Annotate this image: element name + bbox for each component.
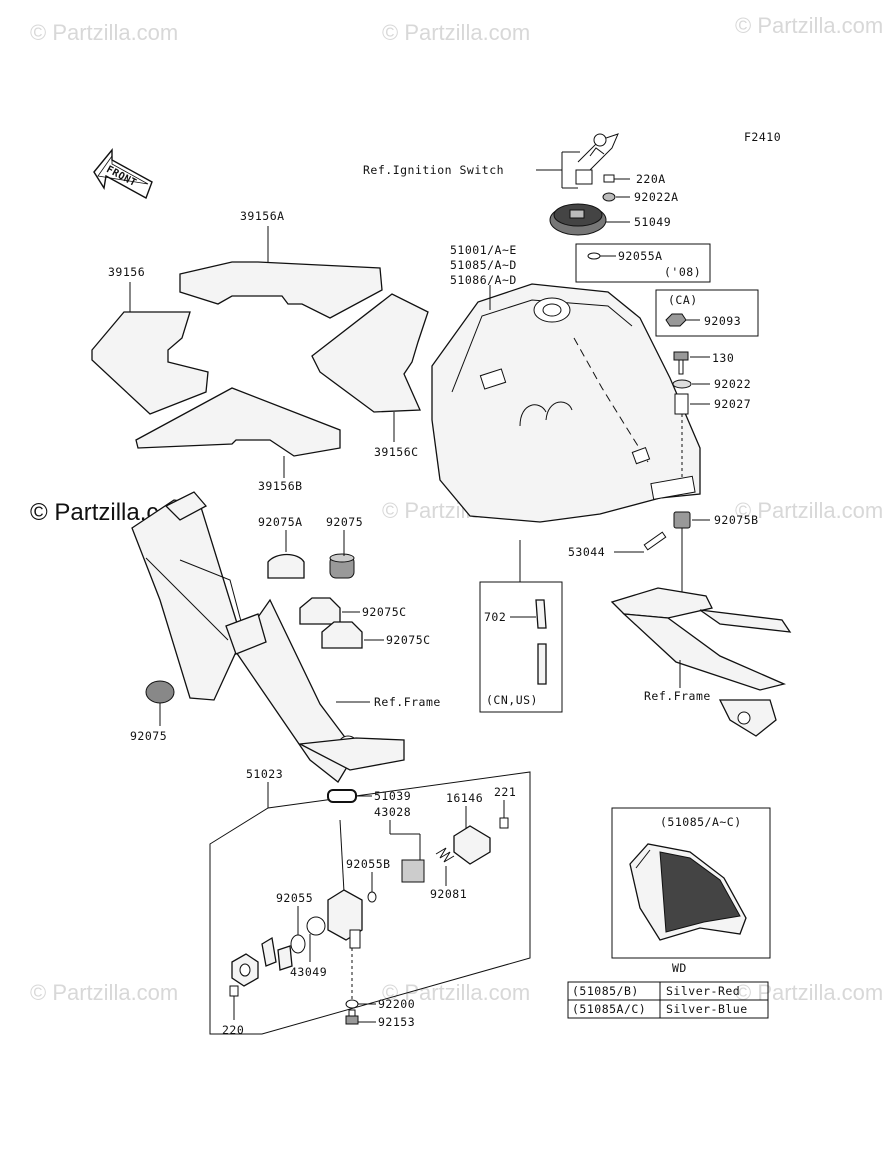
label-92075C-1: 92075C bbox=[362, 605, 407, 619]
damper-92075-left bbox=[145, 680, 175, 726]
screw-220 bbox=[229, 985, 239, 1020]
inset-cover-box bbox=[611, 807, 771, 959]
label-92055: 92055 bbox=[276, 891, 313, 905]
watermark: © Partzilla.com bbox=[30, 20, 178, 45]
label-inset: (51085/A~C) bbox=[660, 815, 742, 829]
front-arrow-icon: FRONT bbox=[93, 148, 153, 200]
label-ca: (CA) bbox=[668, 293, 698, 307]
label-ref-frame-right: Ref.Frame bbox=[644, 689, 711, 703]
spring-92081 bbox=[435, 847, 455, 863]
label-43028: 43028 bbox=[374, 805, 411, 819]
hose-53044 bbox=[614, 531, 667, 553]
label-51001: 51001/A~E bbox=[450, 243, 517, 257]
screw-221 bbox=[499, 817, 509, 829]
label-220A: 220A bbox=[636, 172, 666, 186]
label-39156B: 39156B bbox=[258, 479, 303, 493]
label-92055B: 92055B bbox=[346, 857, 391, 871]
label-92075B: 92075B bbox=[714, 513, 759, 527]
fuel-cock-body bbox=[306, 819, 363, 949]
watermark: © Partzilla.com bbox=[735, 980, 883, 1005]
label-92200: 92200 bbox=[378, 997, 415, 1011]
damper-92075B bbox=[673, 511, 710, 594]
bolt-220A bbox=[603, 174, 630, 183]
label-ref-ignition-switch: Ref.Ignition Switch bbox=[363, 163, 504, 177]
diaphragm-43028 bbox=[401, 859, 425, 883]
watermark: © Partzilla.com bbox=[735, 13, 883, 38]
label-92022A: 92022A bbox=[634, 190, 679, 204]
label-43049: 43049 bbox=[290, 965, 327, 979]
washer-92022A bbox=[602, 192, 630, 202]
label-221: 221 bbox=[494, 785, 516, 799]
label-51049: 51049 bbox=[634, 215, 671, 229]
color-code: (51085A/C) bbox=[572, 1002, 646, 1016]
figure-id: F2410 bbox=[744, 130, 781, 144]
label-92055A: 92055A bbox=[618, 249, 663, 263]
label-220: 220 bbox=[222, 1023, 244, 1037]
bolt-92153 bbox=[345, 1009, 376, 1025]
pad-39156B bbox=[135, 387, 341, 457]
pad-39156A bbox=[179, 261, 383, 319]
label-92081: 92081 bbox=[430, 887, 467, 901]
damper-92075A bbox=[267, 553, 305, 579]
label-92022: 92022 bbox=[714, 377, 751, 391]
color-name: Silver-Blue bbox=[666, 1002, 748, 1016]
pad-39156C bbox=[311, 293, 429, 413]
label-92075-left: 92075 bbox=[130, 729, 167, 743]
label-wd: WD bbox=[672, 961, 687, 975]
label-39156C: 39156C bbox=[374, 445, 419, 459]
label-39156: 39156 bbox=[108, 265, 145, 279]
fuel-cap-51049 bbox=[549, 203, 630, 236]
rear-frame bbox=[610, 587, 792, 737]
damper-92075C-1 bbox=[299, 597, 360, 625]
oring-92055B bbox=[367, 891, 377, 903]
washer-92200 bbox=[345, 948, 376, 1009]
washer-92022 bbox=[672, 379, 710, 389]
color-code: (51085/B) bbox=[572, 984, 639, 998]
watermark: © Partzilla.com bbox=[30, 980, 178, 1005]
color-table: (51085/B) Silver-Red (51085A/C) Silver-B… bbox=[567, 981, 769, 1019]
fuel-tank bbox=[431, 283, 701, 523]
label-130: 130 bbox=[712, 351, 734, 365]
label-16146: 16146 bbox=[446, 791, 483, 805]
box-92055A bbox=[575, 243, 711, 283]
damper-92075C-2 bbox=[321, 621, 384, 649]
collar-92027 bbox=[674, 393, 710, 415]
bolt-130 bbox=[673, 351, 710, 375]
box-702 bbox=[479, 540, 563, 713]
watermark: © Partzilla.com bbox=[382, 20, 530, 45]
pad-39156 bbox=[91, 311, 209, 415]
label-51086: 51086/A~D bbox=[450, 273, 517, 287]
label-51085: 51085/A~D bbox=[450, 258, 517, 272]
main-frame bbox=[131, 491, 405, 783]
watermarks: © Partzilla.com © Partzilla.com © Partzi… bbox=[30, 13, 883, 1005]
label-08: ('08) bbox=[664, 265, 701, 279]
label-92075C-2: 92075C bbox=[386, 633, 431, 647]
gasket-51039 bbox=[327, 789, 372, 803]
lever-parts bbox=[231, 936, 293, 987]
label-cn-us: (CN,US) bbox=[486, 693, 538, 707]
label-51039: 51039 bbox=[374, 789, 411, 803]
label-39156A: 39156A bbox=[240, 209, 285, 223]
label-702: 702 bbox=[484, 610, 506, 624]
fuel-cock-group bbox=[209, 771, 531, 1035]
label-92093: 92093 bbox=[704, 314, 741, 328]
label-ref-frame-center: Ref.Frame bbox=[374, 695, 441, 709]
cover-16146 bbox=[453, 825, 491, 865]
ignition-key-icon bbox=[575, 133, 619, 185]
oring-92055 bbox=[290, 934, 306, 954]
watermark: © Partzilla.com bbox=[735, 498, 883, 523]
box-ca-92093 bbox=[655, 289, 759, 337]
label-92075-top: 92075 bbox=[326, 515, 363, 529]
color-name: Silver-Red bbox=[666, 984, 740, 998]
label-51023: 51023 bbox=[246, 767, 283, 781]
label-92153: 92153 bbox=[378, 1015, 415, 1029]
damper-92075-top bbox=[329, 553, 355, 579]
label-92075A: 92075A bbox=[258, 515, 303, 529]
label-53044: 53044 bbox=[568, 545, 605, 559]
label-92027: 92027 bbox=[714, 397, 751, 411]
